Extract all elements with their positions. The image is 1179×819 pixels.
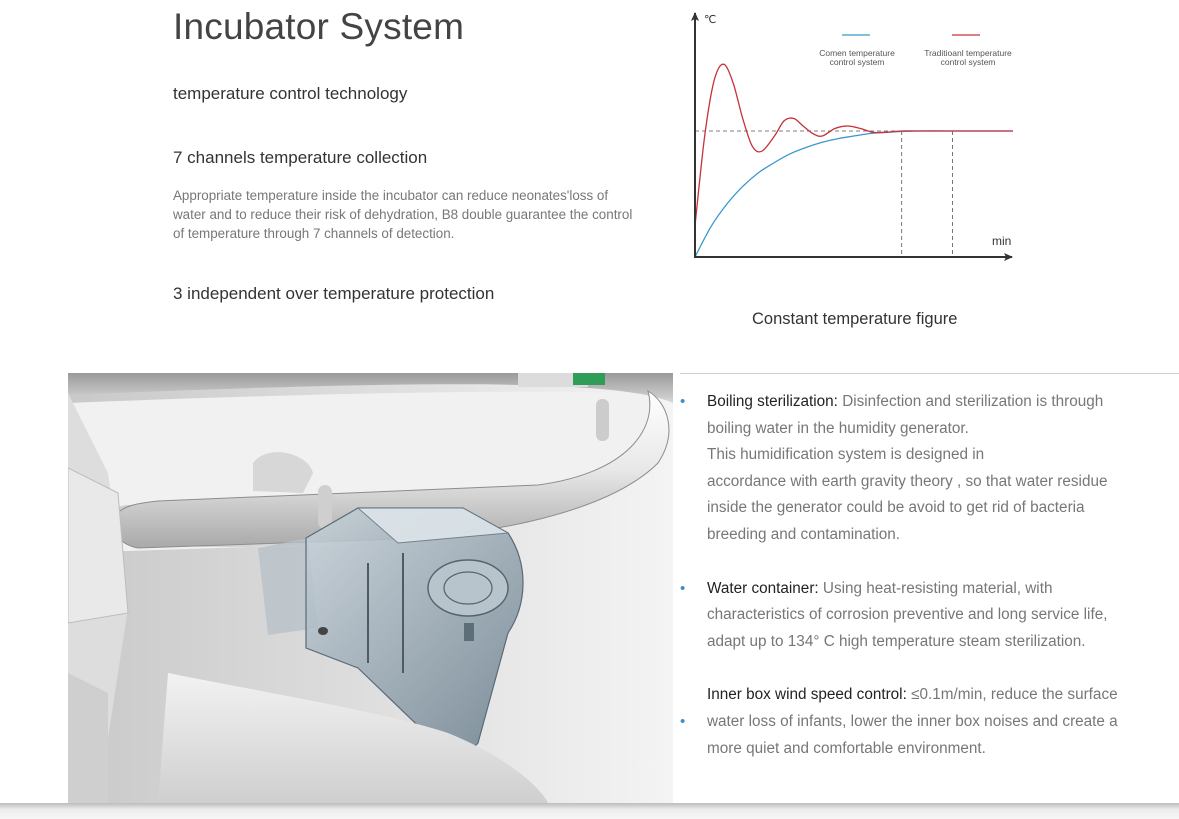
feature-list: • Boiling sterilization: Disinfection an…: [680, 389, 1175, 762]
feature-text: accordance with earth gravity theory , s…: [707, 472, 1108, 490]
feature-water-container: • Water container: Using heat-resisting …: [680, 576, 1175, 656]
chart-caption: Constant temperature figure: [752, 310, 958, 328]
bullet-icon: •: [680, 713, 686, 731]
feature-text: Disinfection and sterilization is throug…: [842, 393, 1104, 410]
subtitle-temperature-control: temperature control technology: [173, 84, 408, 103]
feature-text: ≤0.1m/min, reduce the surface: [911, 686, 1118, 704]
chart-series-comen: [694, 130, 1013, 258]
humidifier-product-image: [68, 373, 673, 803]
chart-series-traditional: [694, 63, 1013, 226]
feature-text: characteristics of corrosion preventive …: [707, 606, 1108, 624]
feature-boiling-sterilization: • Boiling sterilization: Disinfection an…: [680, 389, 1175, 549]
feature-lead: Water container:: [707, 579, 819, 597]
feature-text: adapt up to 134° C high temperature stea…: [707, 632, 1086, 650]
bottom-bar: [0, 803, 1179, 819]
subtitle-channels: 7 channels temperature collection: [173, 148, 428, 167]
feature-text: Using heat-resisting material, with: [822, 579, 1053, 597]
feature-lead: Inner box wind speed control:: [707, 686, 907, 704]
feature-text: inside the generator could be avoid to g…: [707, 499, 1085, 517]
chart-y-label: ℃: [704, 13, 716, 26]
feature-text: This humidification system is designed i…: [707, 446, 985, 464]
feature-lead: Boiling sterilization:: [707, 393, 838, 410]
bullet-icon: •: [680, 393, 686, 410]
feature-text: water loss of infants, lower the inner b…: [707, 712, 1118, 730]
chart-x-label: min: [992, 234, 1011, 248]
bullet-icon: •: [680, 579, 686, 597]
section-divider: [680, 373, 1179, 374]
feature-wind-speed-control: • Inner box wind speed control: ≤0.1m/mi…: [680, 682, 1175, 762]
description-text: Appropriate temperature inside the incub…: [173, 188, 633, 241]
feature-text: breeding and contamination.: [707, 525, 901, 543]
feature-text: more quiet and comfortable environment.: [707, 739, 986, 757]
page-title: Incubator System: [173, 6, 465, 47]
subtitle-protection: 3 independent over temperature protectio…: [173, 284, 495, 303]
feature-text: boiling water in the humidity generator.: [707, 419, 969, 437]
